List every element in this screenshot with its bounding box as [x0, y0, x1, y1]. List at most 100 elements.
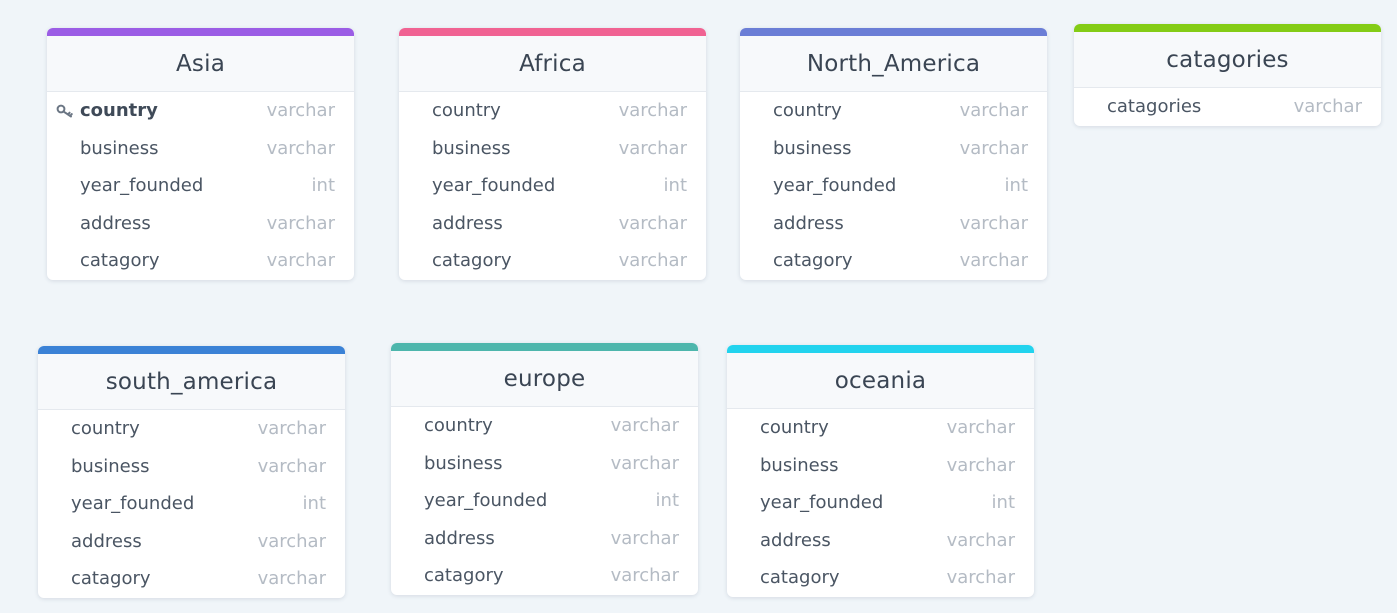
- field-name: year_founded: [424, 490, 548, 512]
- field-type: varchar: [618, 100, 687, 122]
- field-type: varchar: [946, 529, 1015, 551]
- field-type: varchar: [946, 454, 1015, 476]
- field-name: catagory: [71, 568, 151, 590]
- field-type: varchar: [959, 100, 1028, 122]
- field-name: country: [760, 417, 829, 439]
- field-name: address: [760, 529, 831, 551]
- field-row[interactable]: catagory varchar: [391, 557, 698, 595]
- field-name: country: [424, 415, 493, 437]
- field-name: business: [432, 137, 511, 159]
- field-row[interactable]: address varchar: [399, 205, 706, 243]
- table-title[interactable]: North_America: [740, 28, 1047, 92]
- field-row[interactable]: country varchar: [740, 92, 1047, 130]
- field-row[interactable]: year_founded int: [740, 167, 1047, 205]
- field-row[interactable]: country varchar: [391, 407, 698, 445]
- field-row[interactable]: business varchar: [38, 448, 345, 486]
- field-name: country: [773, 100, 842, 122]
- field-row[interactable]: business varchar: [740, 130, 1047, 168]
- field-name: country: [71, 418, 140, 440]
- table-title[interactable]: europe: [391, 343, 698, 407]
- table-title[interactable]: Africa: [399, 28, 706, 92]
- table-card-africa[interactable]: Africa country varchar business varchar year_…: [399, 28, 706, 280]
- field-type: varchar: [618, 250, 687, 272]
- field-type: int: [1004, 175, 1028, 197]
- field-type: int: [991, 492, 1015, 514]
- field-row[interactable]: country varchar: [727, 409, 1034, 447]
- table-fields: country varchar business varchar year_founde…: [727, 409, 1034, 597]
- table-title[interactable]: south_america: [38, 346, 345, 410]
- field-type: varchar: [610, 415, 679, 437]
- field-row[interactable]: business varchar: [727, 447, 1034, 485]
- field-type: varchar: [266, 100, 335, 122]
- field-type: varchar: [959, 212, 1028, 234]
- field-name: business: [424, 452, 503, 474]
- field-type: varchar: [959, 137, 1028, 159]
- field-name: year_founded: [760, 492, 884, 514]
- field-name: country: [432, 100, 501, 122]
- field-type: varchar: [618, 137, 687, 159]
- table-fields: country varchar business varchar year_founde…: [740, 92, 1047, 280]
- field-type: varchar: [257, 418, 326, 440]
- table-title[interactable]: Asia: [47, 28, 354, 92]
- field-name: catagories: [1107, 96, 1202, 118]
- field-row[interactable]: country varchar: [38, 410, 345, 448]
- field-row[interactable]: country varchar: [399, 92, 706, 130]
- field-name: address: [80, 212, 151, 234]
- field-type: varchar: [610, 565, 679, 587]
- field-type: int: [663, 175, 687, 197]
- field-row[interactable]: year_founded int: [727, 484, 1034, 522]
- field-type: varchar: [257, 455, 326, 477]
- field-row[interactable]: address varchar: [391, 520, 698, 558]
- table-card-oceania[interactable]: oceania country varchar business varchar year…: [727, 345, 1034, 597]
- field-name: year_founded: [773, 175, 897, 197]
- field-type: int: [311, 175, 335, 197]
- field-row[interactable]: address varchar: [740, 205, 1047, 243]
- table-title[interactable]: oceania: [727, 345, 1034, 409]
- field-name: address: [424, 527, 495, 549]
- table-fields: country varchar business varchar year_founde…: [38, 410, 345, 598]
- field-type: varchar: [257, 530, 326, 552]
- field-row[interactable]: catagory varchar: [740, 242, 1047, 280]
- field-name: address: [432, 212, 503, 234]
- field-row[interactable]: address varchar: [38, 523, 345, 561]
- field-row[interactable]: address varchar: [727, 522, 1034, 560]
- field-type: varchar: [959, 250, 1028, 272]
- field-type: varchar: [946, 567, 1015, 589]
- field-name: address: [773, 212, 844, 234]
- field-name: business: [760, 454, 839, 476]
- field-name: catagory: [424, 565, 504, 587]
- field-name: address: [71, 530, 142, 552]
- field-type: varchar: [610, 527, 679, 549]
- field-type: varchar: [257, 568, 326, 590]
- field-type: varchar: [946, 417, 1015, 439]
- table-title[interactable]: catagories: [1074, 24, 1381, 88]
- field-row[interactable]: year_founded int: [399, 167, 706, 205]
- field-name: year_founded: [432, 175, 556, 197]
- field-row[interactable]: catagory varchar: [727, 559, 1034, 597]
- field-name: business: [773, 137, 852, 159]
- field-name: catagory: [773, 250, 853, 272]
- field-row[interactable]: catagory varchar: [38, 560, 345, 598]
- field-name: catagory: [760, 567, 840, 589]
- field-row[interactable]: business varchar: [399, 130, 706, 168]
- field-type: varchar: [618, 212, 687, 234]
- field-name: business: [71, 455, 150, 477]
